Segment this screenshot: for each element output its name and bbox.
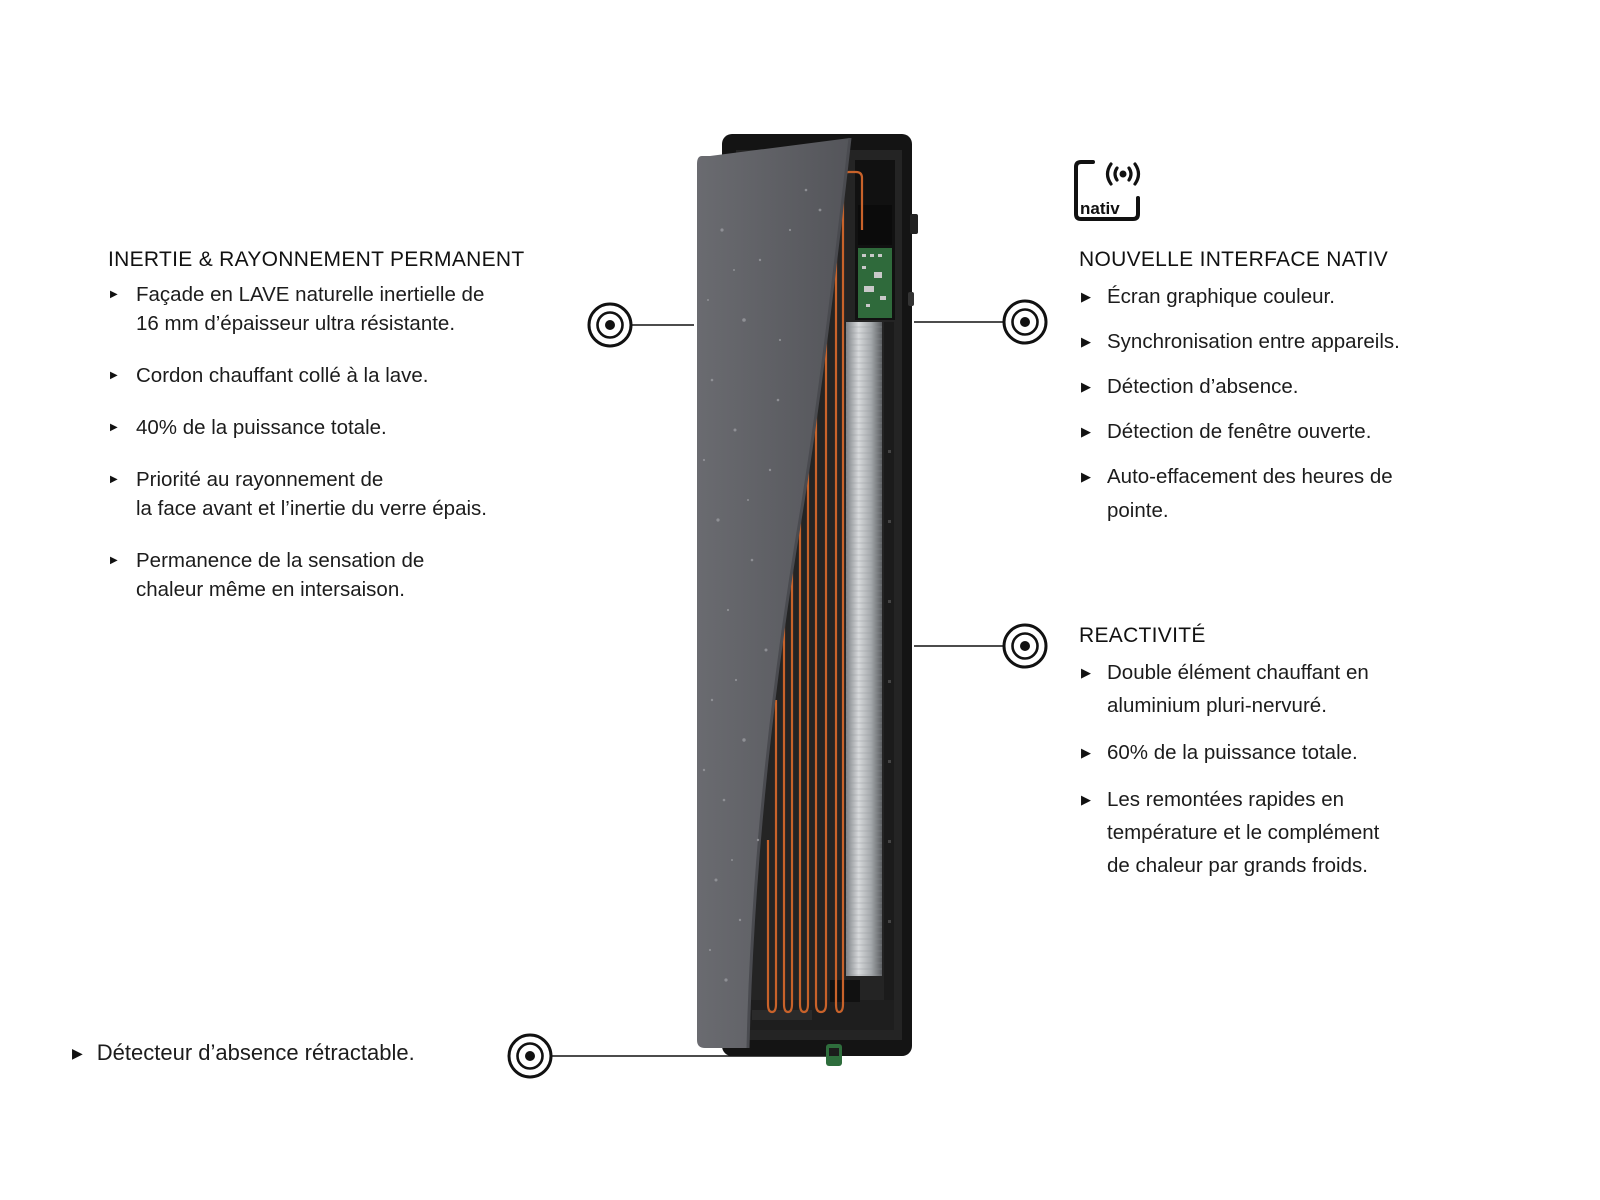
triangle-right-icon: ▶: [110, 474, 118, 485]
list-item: ▶Cordon chauffant collé à la lave.: [108, 361, 608, 390]
list-item: ▶Double élément chauffant en aluminium p…: [1079, 656, 1549, 722]
triangle-right-icon: ▶: [1081, 379, 1091, 394]
triangle-right-icon: ▶: [1081, 745, 1091, 760]
absence-detector-callout: ▶ Détecteur d’absence rétractable.: [72, 1040, 415, 1066]
triangle-right-icon: ▶: [110, 370, 118, 381]
reactivity-heading: REACTIVITÉ: [1079, 624, 1206, 647]
inertia-heading: INERTIE & RAYONNEMENT PERMANENT: [108, 248, 525, 271]
triangle-right-icon: ▶: [110, 422, 118, 433]
inertia-section: INERTIE & RAYONNEMENT PERMANENT ▶Façade …: [108, 248, 608, 627]
list-item: ▶Écran graphique couleur.: [1079, 280, 1549, 314]
lava-facade: [697, 137, 852, 1049]
list-item: ▶Synchronisation entre appareils.: [1079, 325, 1549, 359]
absence-detector-label: Détecteur d’absence rétractable.: [96, 1040, 415, 1065]
nativ-logo-text: nativ: [1080, 199, 1120, 218]
target-icon-reactivity: [1002, 623, 1048, 669]
list-item: ▶Priorité au rayonnement de la face avan…: [108, 465, 608, 523]
triangle-right-icon: ▶: [1081, 469, 1091, 484]
triangle-right-icon: ▶: [72, 1044, 83, 1061]
target-icon-nativ: [1002, 299, 1048, 345]
nativ-interface-section: NOUVELLE INTERFACE NATIV ▶Écran graphiqu…: [1079, 248, 1549, 539]
triangle-right-icon: ▶: [1081, 792, 1091, 807]
nativ-logo: nativ: [1073, 158, 1149, 229]
target-icon-left: [587, 302, 633, 348]
list-item: ▶Les remontées rapides en température et…: [1079, 783, 1549, 882]
triangle-right-icon: ▶: [1081, 665, 1091, 680]
heating-cord: [766, 170, 864, 1014]
list-item: ▶60% de la puissance totale.: [1079, 736, 1549, 769]
list-item: ▶40% de la puissance totale.: [108, 413, 608, 442]
nativ-wave-icon: nativ: [1074, 160, 1141, 221]
target-icon-bottom: [507, 1033, 553, 1079]
triangle-right-icon: ▶: [110, 289, 118, 300]
triangle-right-icon: ▶: [1081, 334, 1091, 349]
reactivity-section: REACTIVITÉ ▶Double élément chauffant en …: [1079, 624, 1549, 896]
list-item: ▶Détection d’absence.: [1079, 370, 1549, 404]
triangle-right-icon: ▶: [1081, 424, 1091, 439]
triangle-right-icon: ▶: [110, 555, 118, 566]
list-item: ▶Détection de fenêtre ouverte.: [1079, 415, 1549, 449]
list-item: ▶Auto-effacement des heures de pointe.: [1079, 460, 1549, 528]
triangle-right-icon: ▶: [1081, 289, 1091, 304]
nativ-heading: NOUVELLE INTERFACE NATIV: [1079, 248, 1389, 271]
list-item: ▶Façade en LAVE naturelle inertielle de …: [108, 280, 608, 338]
list-item: ▶Permanence de la sensation de chaleur m…: [108, 546, 608, 604]
